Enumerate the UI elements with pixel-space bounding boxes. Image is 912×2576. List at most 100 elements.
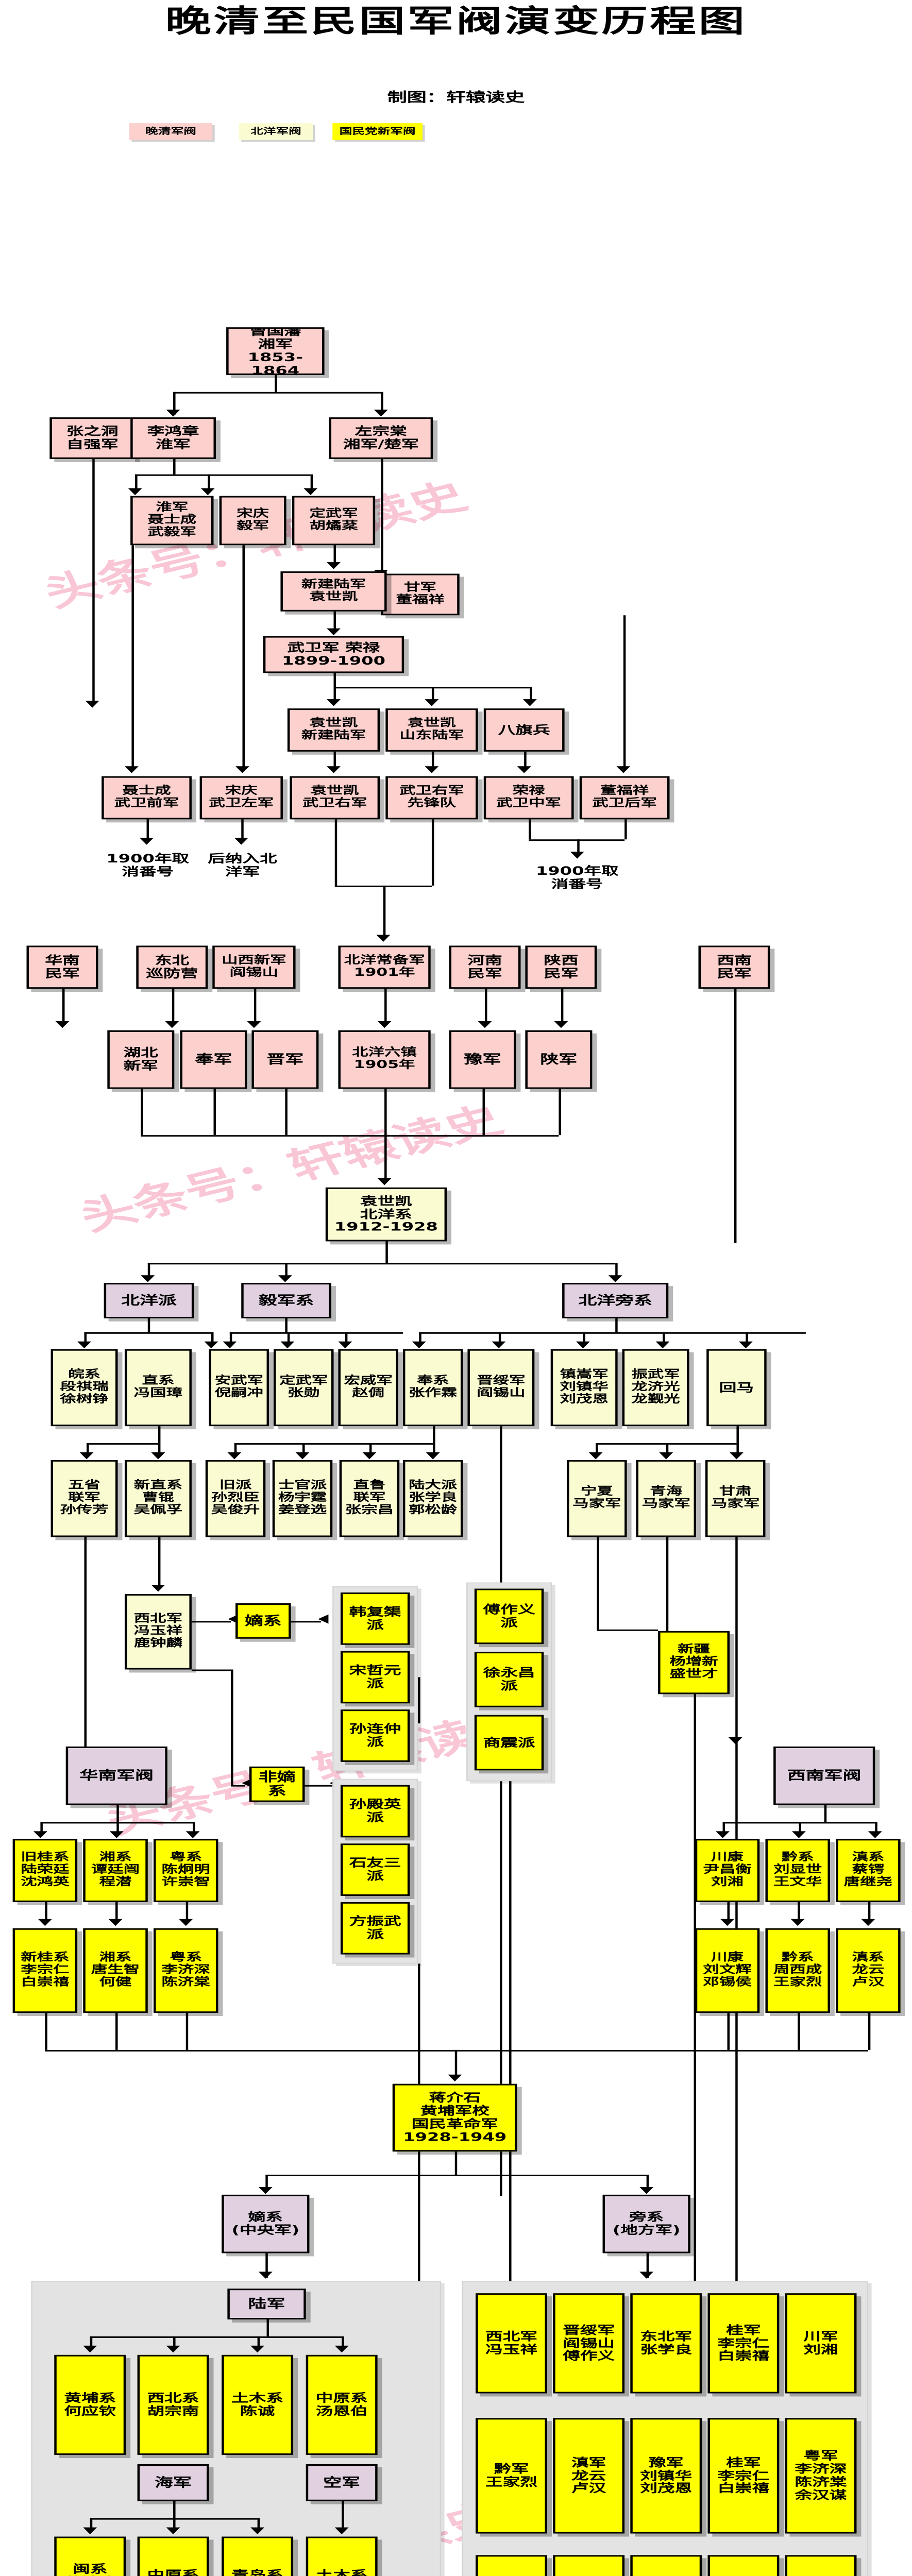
node-jiang-jieshi[interactable]: 蒋介石 黄埔军校 国民革命军 1928-1949 [392, 2083, 517, 2152]
node-xinjiang-yang-zengxin[interactable]: 新疆 杨增新 盛世才 [658, 1631, 730, 1694]
node-fengxi[interactable]: 奉系 张作霖 [402, 1349, 463, 1427]
node-xinjian-lujun-yuan-shikai[interactable]: 新建陆军 袁世凯 [280, 571, 387, 612]
node-lujun[interactable]: 陆军 [227, 2289, 306, 2320]
node-wanxi[interactable]: 皖系 段祺瑞 徐树铮 [50, 1349, 118, 1427]
node-yujun[interactable]: 豫军 [449, 1030, 516, 1089]
node-zhilu-lianjun[interactable]: 直鲁 联军 张宗昌 [339, 1460, 400, 1537]
node-li-hongzhang[interactable]: 李鸿章 淮军 [130, 417, 216, 459]
node-p-qianjun[interactable]: 黔军 王家烈 [476, 2418, 547, 2534]
node-xin-zhixi[interactable]: 新直系 曹锟 吴佩孚 [124, 1460, 192, 1537]
node-kongjun[interactable]: 空军 [306, 2464, 378, 2501]
node-p-xiangjun[interactable]: 湘军 唐生智 何健 刘建绪 [476, 2555, 547, 2576]
node-shiguanpai[interactable]: 士官派 杨宇霆 姜登选 [272, 1460, 333, 1537]
node-dianxi-new[interactable]: 滇系 龙云 卢汉 [836, 1928, 901, 2013]
node-shanxi-xinjun-yan-xishan[interactable]: 山西新军 阎锡山 [212, 945, 296, 989]
node-dong-fuxiang-houjun[interactable]: 董福祥 武卫后军 [579, 776, 670, 820]
node-ganjun-dong-fuxiang[interactable]: 甘军 董福祥 [381, 573, 460, 616]
node-xiangxi-new[interactable]: 湘系 唐生智 何健 [83, 1928, 148, 2013]
node-pangxi-difangjun[interactable]: 旁系 (地方军) [602, 2194, 690, 2253]
node-song-zheyuan-pai[interactable]: 宋哲元派 [340, 1651, 410, 1704]
node-beiyangpai[interactable]: 北洋派 [104, 1283, 194, 1318]
node-shang-zhen-pai[interactable]: 商震派 [474, 1715, 544, 1771]
node-gansu-majiajun[interactable]: 甘肃 马家军 [705, 1460, 766, 1537]
node-zhongyuanxi[interactable]: 中原系 汤恩伯 [306, 2354, 378, 2455]
node-p-guijun-1[interactable]: 桂军 李宗仁 白崇禧 [707, 2293, 780, 2394]
node-p-qingma[interactable]: 青马 马步芳 马步青 [553, 2555, 625, 2576]
node-huaijun-nie-shicheng[interactable]: 淮军 聂士成 武毅军 [130, 496, 214, 546]
node-huima[interactable]: 回马 [706, 1349, 767, 1427]
node-dongbei-xunfangying[interactable]: 东北 巡防营 [136, 945, 208, 989]
node-beiyang-liuzhen[interactable]: 北洋六镇 1905年 [338, 1030, 431, 1089]
node-yuexi-old[interactable]: 粤系 陈炯明 许崇智 [153, 1839, 218, 1902]
node-p-ningma[interactable]: 宁马 马鸿逵 马鸿宾 [630, 2555, 702, 2576]
node-song-qing-zuojun[interactable]: 宋庆 武卫左军 [199, 776, 283, 820]
node-minxi-navy[interactable]: 闽系 萨镇冰 陈绍宽 [54, 2536, 126, 2576]
node-haijun[interactable]: 海军 [137, 2464, 209, 2501]
node-ysk-xinjian-lujun[interactable]: 袁世凯 新建陆军 [287, 708, 380, 752]
node-qinghai-majiajun[interactable]: 青海 马家军 [636, 1460, 697, 1537]
node-sun-lianzhong-pai[interactable]: 孙连仲派 [340, 1709, 410, 1762]
node-zhenwujun[interactable]: 振武军 龙济光 龙觐光 [622, 1349, 689, 1427]
node-henan-minjun[interactable]: 河南 民军 [449, 945, 521, 989]
node-shanjun[interactable]: 陕军 [525, 1030, 593, 1089]
node-dingwujun-zhangxun[interactable]: 定武军 张勋 [274, 1349, 334, 1427]
node-zeng-guofan[interactable]: 曾国藩 湘军 1853-1864 [226, 327, 325, 375]
node-qianxi-new[interactable]: 黔系 周西成 王家烈 [765, 1928, 830, 2013]
node-xu-yongchang-pai[interactable]: 徐永昌派 [474, 1652, 544, 1707]
node-hubei-xinjun[interactable]: 湖北 新军 [107, 1030, 175, 1089]
node-p-guijun-2[interactable]: 桂军 李宗仁 白崇禧 [707, 2418, 780, 2534]
node-tumuxi-air[interactable]: 土木系 周至柔 [306, 2536, 378, 2576]
node-zhensongjun[interactable]: 镇嵩军 刘镇华 刘茂恩 [550, 1349, 618, 1427]
node-nie-shicheng-qianjun[interactable]: 聂士成 武卫前军 [102, 776, 192, 820]
node-p-dianjun[interactable]: 滇军 龙云 卢汉 [553, 2418, 625, 2534]
node-qingdaoxi-navy[interactable]: 青岛系 沈鸿烈 [222, 2536, 294, 2576]
node-p-xibeijun[interactable]: 西北军 冯玉祥 [476, 2293, 547, 2394]
node-wuweijun-ronglu[interactable]: 武卫军 荣禄 1899-1900 [263, 636, 404, 673]
node-anwujun[interactable]: 安武军 倪嗣冲 [209, 1349, 269, 1427]
node-p-jinsuijun[interactable]: 晋绥军 阎锡山 傅作义 [553, 2293, 625, 2394]
node-hongweijun[interactable]: 宏威军 赵倜 [338, 1349, 398, 1427]
node-xin-guixi[interactable]: 新桂系 李宗仁 白崇禧 [12, 1928, 78, 2013]
node-p-yujun[interactable]: 豫军 刘镇华 刘茂恩 [630, 2418, 702, 2534]
node-zhixi[interactable]: 直系 冯国璋 [124, 1349, 192, 1427]
node-huanan-junfa[interactable]: 华南军阀 [65, 1746, 167, 1805]
node-tumuxi[interactable]: 土木系 陈诚 [222, 2354, 294, 2455]
node-ysk-shandong-lujun[interactable]: 袁世凯 山东陆军 [385, 708, 478, 752]
node-p-shanjun[interactable]: 陕军 杨虎城 孙蔚如 [707, 2555, 780, 2576]
node-fang-zhenwu-pai[interactable]: 方振武派 [340, 1902, 410, 1955]
node-dixi-zhongyangjun[interactable]: 嫡系 (中央军) [222, 2194, 310, 2253]
node-song-qing-yijun[interactable]: 宋庆 毅军 [219, 496, 286, 546]
node-youjun-xianfengdui[interactable]: 武卫右军 先锋队 [385, 776, 478, 820]
node-beiyang-changbeijun[interactable]: 北洋常备军 1901年 [338, 945, 431, 989]
node-xinan-minjun[interactable]: 西南 民军 [698, 945, 770, 989]
node-fu-zuoyi-pai[interactable]: 傅作义派 [474, 1588, 544, 1645]
node-zhang-zhidong[interactable]: 张之洞 自强军 [49, 417, 136, 459]
node-p-chuanjun[interactable]: 川军 刘湘 [785, 2293, 857, 2394]
node-ludapai[interactable]: 陆大派 张学良 郭松龄 [402, 1460, 463, 1537]
node-shi-yousan-pai[interactable]: 石友三派 [340, 1843, 410, 1896]
node-dingwujun-hu-yufen[interactable]: 定武军 胡燏棻 [292, 496, 376, 546]
node-p-yuejun[interactable]: 粤军 李济深 陈济棠 余汉谋 [785, 2418, 857, 2534]
node-ysk-youjun[interactable]: 袁世凯 武卫右军 [290, 776, 380, 820]
node-yijunxi[interactable]: 毅军系 [241, 1283, 332, 1318]
node-xinan-junfa[interactable]: 西南军阀 [773, 1746, 875, 1805]
node-jinsuijun[interactable]: 晋绥军 阎锡山 [467, 1349, 535, 1427]
node-beiyang-pangxi[interactable]: 北洋旁系 [562, 1283, 669, 1318]
node-xibeijun-feng-yuxiang[interactable]: 西北军 冯玉祥 鹿钟麟 [124, 1594, 192, 1670]
node-qianxi-old[interactable]: 黔系 刘显世 王文华 [765, 1839, 830, 1902]
node-jinjun[interactable]: 晋军 [251, 1030, 319, 1089]
node-wusheng-lianjun[interactable]: 五省 联军 孙传芳 [50, 1460, 118, 1537]
node-xiangxi-old[interactable]: 湘系 谭廷闿 程潜 [83, 1839, 148, 1902]
node-yuexi-new[interactable]: 粤系 李济深 陈济棠 [153, 1928, 218, 2013]
node-xibeixi[interactable]: 西北系 胡宗南 [137, 2354, 209, 2455]
node-chuankang-new[interactable]: 川康 刘文辉 邓锡侯 [695, 1928, 760, 2013]
node-dianxi-old[interactable]: 滇系 蔡锷 唐继尧 [836, 1839, 901, 1902]
node-han-fuju-pai[interactable]: 韩复榘派 [340, 1592, 410, 1645]
node-huanan-minjun[interactable]: 华南 民军 [26, 945, 98, 989]
node-chuankang-old[interactable]: 川康 尹昌衡 刘湘 [695, 1839, 760, 1902]
node-ronglu-zhongjun[interactable]: 荣禄 武卫中军 [483, 776, 574, 820]
node-zhongyuanxi-navy[interactable]: 中原系 欧阳格 [137, 2536, 209, 2576]
node-zuo-zongtang[interactable]: 左宗棠 湘军/楚军 [329, 417, 433, 459]
node-feidixi[interactable]: 非嫡系 [249, 1766, 305, 1802]
node-shaanxi-minjun[interactable]: 陕西 民军 [525, 945, 597, 989]
